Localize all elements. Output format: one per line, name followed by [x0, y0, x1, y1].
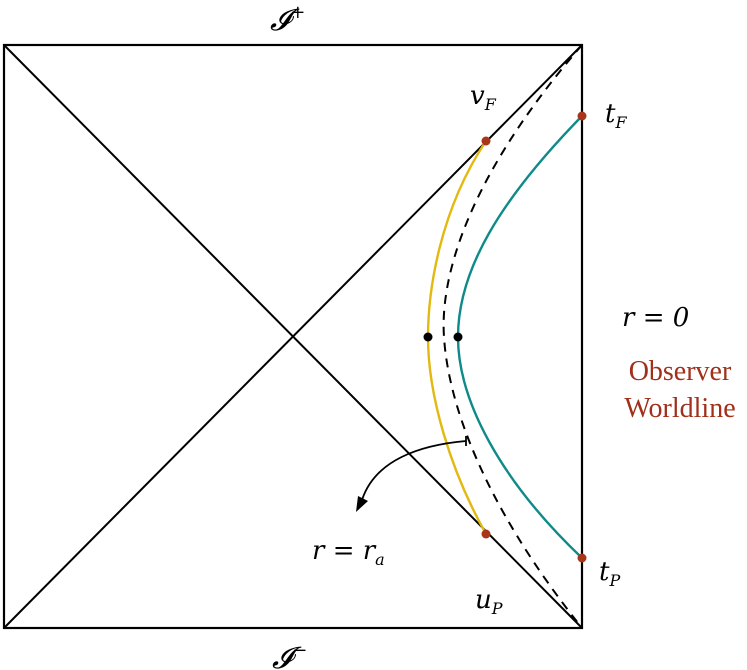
endpoint-u-p: [481, 529, 491, 539]
t-f-label: tF: [605, 99, 627, 132]
t-p-label: tP: [599, 557, 620, 590]
r-zero-label: r = 0: [622, 303, 689, 333]
teal-curve: [456, 115, 583, 559]
scri-past-label: 𝓘−: [272, 640, 307, 670]
pointer-arrow: [361, 440, 467, 501]
midpoint-yellow: [423, 332, 433, 342]
diagram-frame: [2, 43, 584, 630]
observer-label-line1: Observer: [629, 356, 732, 387]
arrow-head: [356, 496, 368, 512]
observer-label-line2: Worldline: [624, 393, 735, 424]
endpoint-t-f: [577, 111, 587, 121]
dashed-horizon-curve: [442, 44, 583, 629]
v-f-label: vF: [470, 81, 497, 114]
midpoint-teal: [453, 332, 463, 342]
endpoint-v-f: [481, 136, 491, 146]
endpoint-t-p: [577, 553, 587, 563]
scri-future-label: 𝓘+: [270, 2, 305, 38]
u-p-label: uP: [475, 585, 503, 618]
r-ra-label: r = ra: [312, 536, 385, 569]
